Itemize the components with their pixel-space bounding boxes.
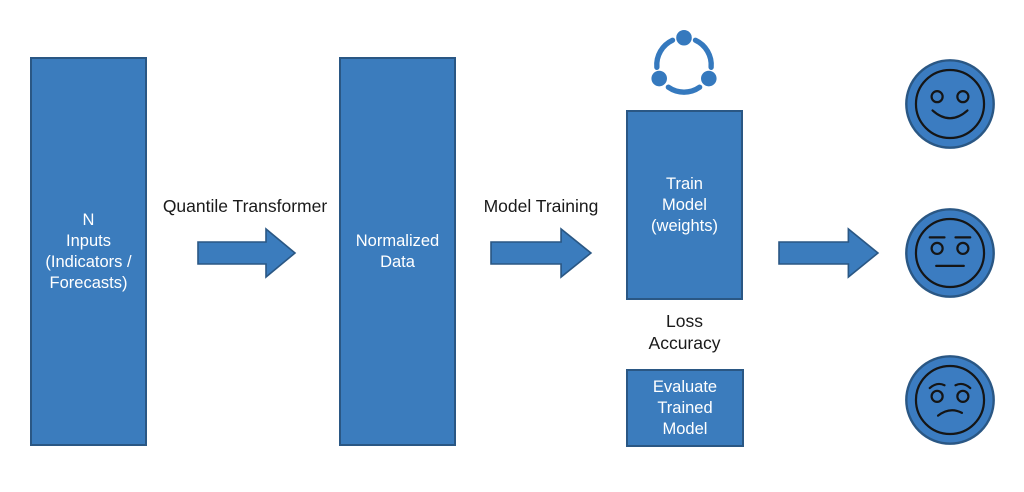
happy-face-icon [905,59,995,149]
loss-accuracy-label: Loss Accuracy [648,311,721,353]
node-evaluate-trained-model-label: Evaluate Trained Model [652,377,718,438]
neutral-face-icon [905,208,995,298]
node-n-inputs-label: N Inputs (Indicators / Forecasts) [45,210,132,292]
worried-face-icon [905,355,995,445]
iteration-cycle-icon [651,29,717,95]
right-arrow-icon [778,227,880,279]
node-evaluate-trained-model: Evaluate Trained Model [626,369,744,447]
arrow-label-quantile-transformer: Quantile Transformer [162,196,328,216]
node-train-model-label: Train Model (weights) [651,174,718,235]
node-normalized-data: Normalized Data [339,57,456,446]
right-arrow-icon [490,227,593,279]
right-arrow-icon [197,227,297,279]
node-n-inputs: N Inputs (Indicators / Forecasts) [30,57,147,446]
arrow-label-model-training: Model Training [483,196,599,216]
node-train-model: Train Model (weights) [626,110,743,300]
node-normalized-data-label: Normalized Data [355,231,440,271]
